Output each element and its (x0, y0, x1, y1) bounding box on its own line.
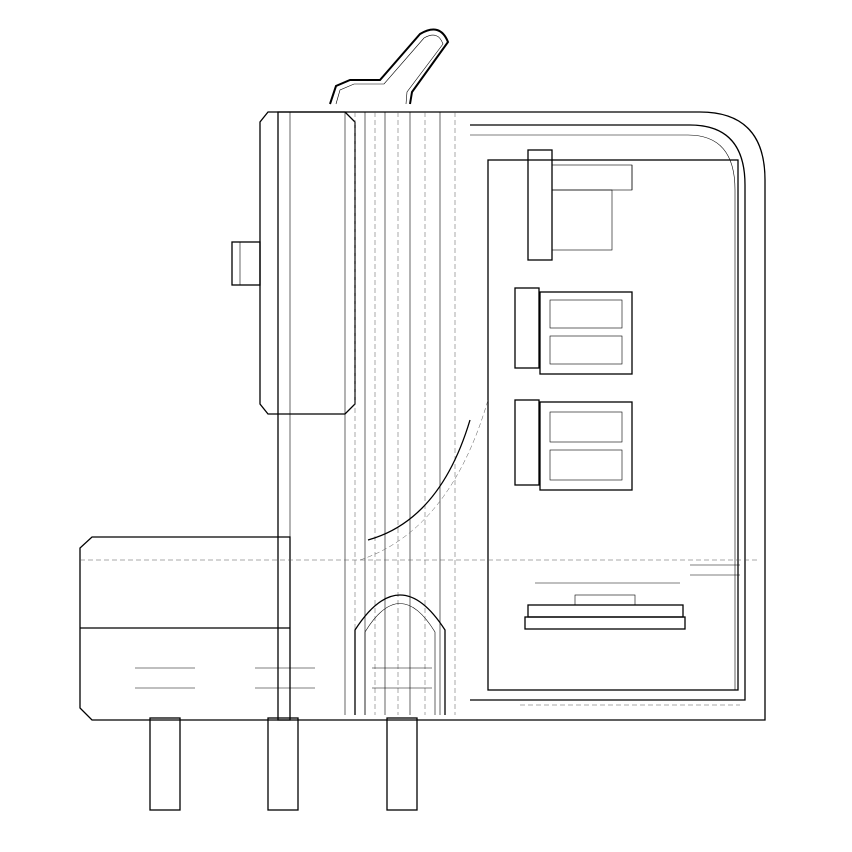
main-body-outline (277, 111, 766, 721)
lower-arch (354, 594, 446, 715)
side-knob (231, 241, 261, 286)
pin-3 (386, 717, 418, 811)
upper-left-block (259, 111, 356, 415)
circuit-board (524, 582, 686, 630)
top-handle (329, 28, 450, 105)
usb-port-upper (514, 287, 633, 375)
pin-1 (149, 717, 181, 811)
lower-arch-inner (364, 603, 436, 715)
large-arc (367, 419, 471, 541)
inner-shell-outline-2 (470, 134, 736, 690)
middle-column-lines (289, 112, 456, 720)
top-connector (527, 149, 633, 261)
lower-left-block (79, 536, 291, 721)
bottom-details (488, 564, 740, 706)
pin-seats (135, 667, 432, 689)
usb-port-lower (514, 399, 633, 491)
top-handle-inner (335, 34, 444, 105)
inner-shell-outline (470, 124, 746, 701)
pin-2 (267, 717, 299, 811)
inner-panel (487, 159, 739, 691)
